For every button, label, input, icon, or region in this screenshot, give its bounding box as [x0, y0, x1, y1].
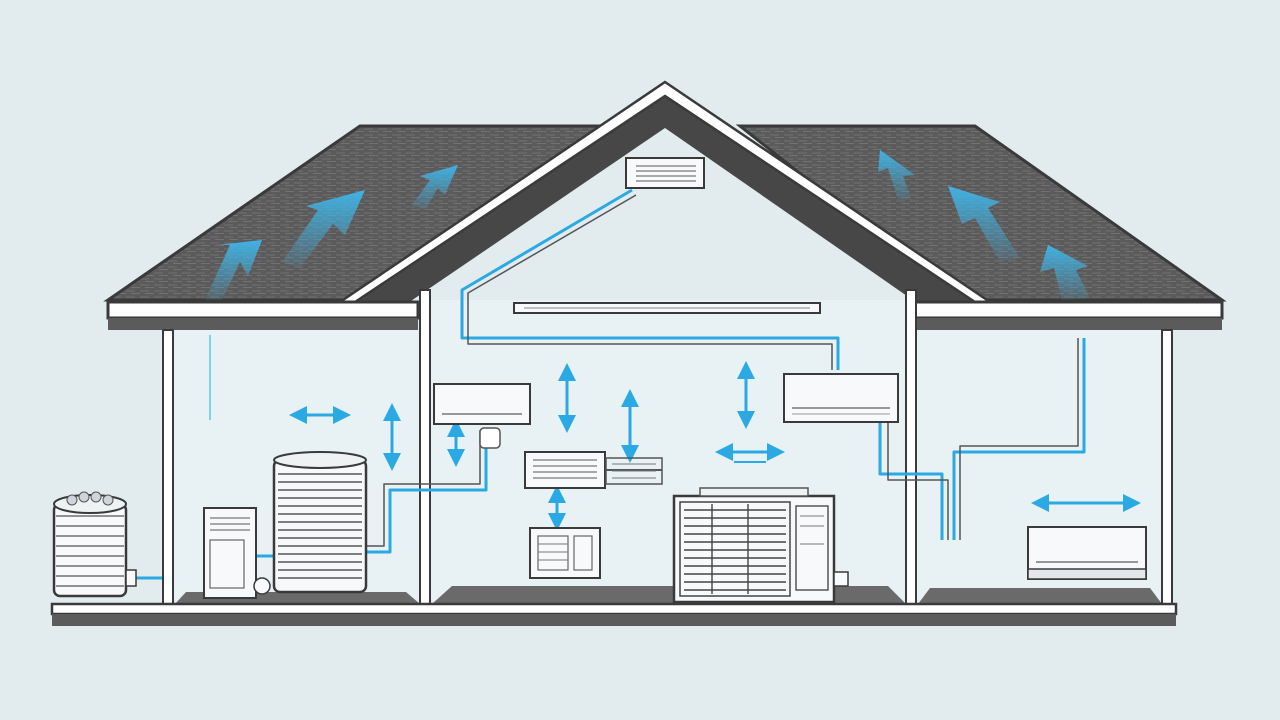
roof-left-slope	[103, 124, 625, 302]
pipe-far-right	[952, 338, 1086, 540]
airflow-up-arrow	[282, 190, 365, 268]
mini-split-far-right	[1027, 526, 1147, 580]
pipe-left-unit-dark	[356, 430, 481, 547]
refrigerant-lines	[128, 188, 1086, 580]
interior-center	[430, 300, 908, 600]
mini-split-right	[783, 373, 899, 423]
airflow-up-arrow	[205, 240, 262, 300]
eave-shadow-right	[915, 318, 1222, 330]
partition-wall-right	[905, 289, 917, 607]
pipe-far-right-dark	[959, 338, 1079, 540]
pipe-attic-run	[460, 188, 840, 370]
air-handler	[203, 507, 271, 599]
pipe-right-unit	[878, 420, 944, 540]
airflow-up-arrow	[1040, 245, 1090, 300]
roof-eave-right	[913, 300, 1224, 320]
outdoor-condenser	[272, 451, 368, 594]
airflow-up-arrow	[878, 150, 915, 200]
right-outer-wall	[1161, 329, 1173, 607]
water-tank	[52, 491, 137, 598]
indoor-airflow	[289, 361, 1141, 531]
eave-shadow-left	[108, 318, 418, 330]
airflow-up-arrow	[412, 165, 458, 210]
large-condenser	[672, 487, 849, 604]
roof-eave-left	[106, 300, 420, 320]
foundation-slab	[50, 602, 1178, 616]
mini-split-left	[433, 383, 531, 449]
foundation-base	[52, 614, 1176, 626]
floor-shadow-right	[918, 588, 1162, 604]
ceiling-vent	[513, 302, 821, 314]
roof-airflow	[205, 150, 1090, 300]
roof	[103, 80, 1227, 330]
partition-wall-left	[419, 289, 431, 607]
airflow-up-arrow	[948, 186, 1020, 262]
pipe-right-unit-dark	[887, 420, 949, 540]
pipe-attic-run-dark	[467, 194, 833, 370]
roof-gable-shadow	[340, 86, 985, 305]
left-outer-wall	[162, 329, 174, 607]
pipe-left-unit	[356, 430, 488, 554]
control-panel	[524, 451, 663, 489]
attic-air-handler	[625, 157, 705, 189]
window-unit	[529, 527, 601, 579]
